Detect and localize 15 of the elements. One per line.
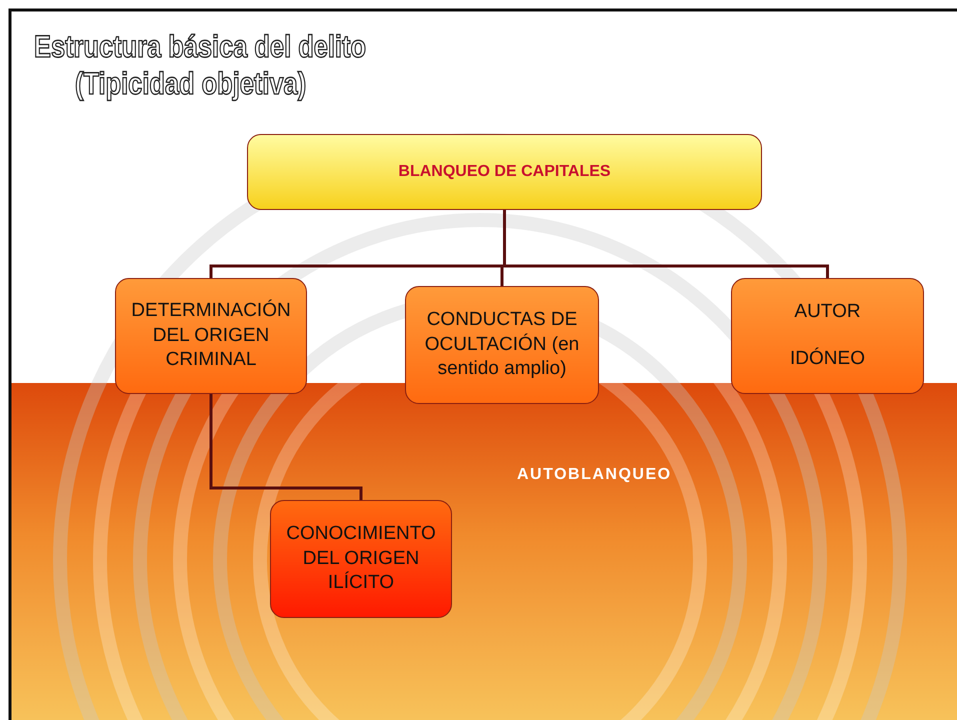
node-text: IDÓNEO	[790, 347, 865, 371]
node-text: BLANQUEO DE CAPITALES	[398, 162, 611, 182]
process-box	[247, 134, 762, 210]
node-text: CONDUCTAS DE OCULTACIÓN (en sentido amplio)	[424, 308, 580, 382]
annotation-text: AUTOBLANQUEO	[517, 466, 672, 484]
process-box	[270, 500, 452, 618]
title: Estructura básica del delito (Tipicidad objetiva)	[34, 28, 367, 102]
connector-line	[210, 394, 362, 500]
node-text: DETERMINACIÓN DEL ORIGEN CRIMINAL	[130, 298, 292, 372]
process-box	[115, 278, 307, 394]
process-box	[405, 286, 599, 404]
node-text: CONOCIMIENTO DEL ORIGEN ILÍCITO	[285, 522, 437, 596]
connector-line	[503, 210, 829, 278]
node-text: AUTOR	[794, 300, 861, 324]
process-box	[731, 278, 924, 394]
